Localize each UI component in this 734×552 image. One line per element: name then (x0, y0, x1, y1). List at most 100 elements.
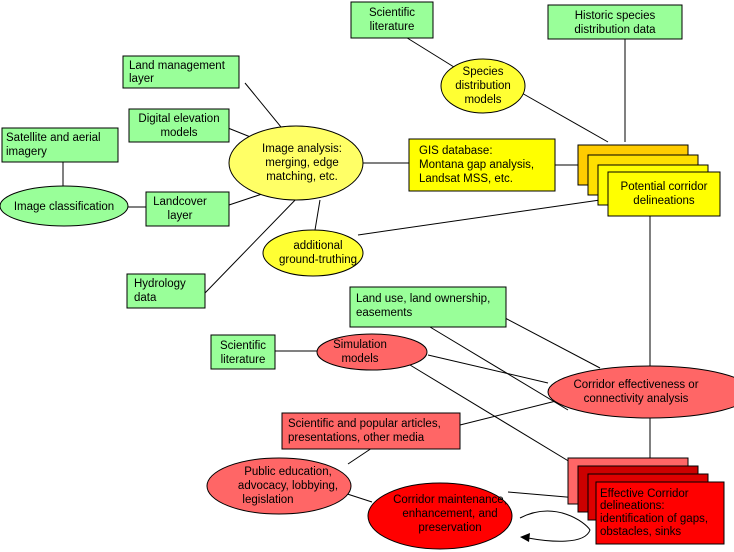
node-box (350, 1, 434, 39)
connector-line (429, 326, 569, 411)
node-ellipse (440, 58, 526, 114)
potential-corridor-line-1: Potential corridor (621, 181, 708, 193)
feedback-loop-arrow (519, 510, 591, 542)
node-text: presentations, other media (288, 432, 425, 444)
node-text: Land management (129, 60, 226, 72)
node-box (210, 334, 276, 370)
node-text: literature (370, 21, 415, 33)
node-text: Species (463, 66, 504, 78)
image-analysis: Image analysis: merging, edge matching, … (228, 125, 364, 201)
connector-line (204, 194, 301, 294)
land-use-ownership: Land use, land ownership, easements (349, 286, 507, 328)
node-box (349, 286, 507, 328)
effective-corridor-line-3: identification of gaps, (600, 513, 708, 525)
node-box (126, 273, 206, 309)
node-text: easements (356, 307, 413, 319)
arrowhead-icon (520, 533, 530, 542)
node-text: preservation (418, 522, 481, 534)
node-ellipse (228, 125, 364, 201)
node-text: additional (293, 240, 342, 252)
node-text: Public education, (244, 466, 332, 478)
satellite-aerial-imagery: Satellite and aerial imagery (1, 127, 119, 163)
effective-corridor-box (595, 481, 725, 545)
species-distribution-models: Species distribution models (440, 58, 526, 114)
node-text: matching, etc. (266, 171, 338, 183)
connector-line (314, 199, 321, 231)
connector-line (403, 35, 463, 73)
node-ellipse (367, 482, 513, 550)
scientific-literature-bottom: Scientific literature (210, 334, 276, 370)
hydrology-data: Hydrology data (126, 273, 206, 309)
node-box (145, 191, 230, 227)
node-text: distribution (455, 80, 511, 92)
digital-elevation-models: Digital elevation models (128, 108, 230, 143)
simulation-models: Simulation models (316, 333, 428, 371)
node-text: Corridor maintenance, (393, 494, 507, 506)
node-text: layer (129, 73, 154, 85)
node-text: merging, edge (265, 157, 339, 169)
effective-corridor-line-1: Effective Corridor (600, 488, 689, 500)
scientific-popular-articles: Scientific and popular articles, present… (281, 412, 461, 450)
landcover-layer: Landcover layer (145, 191, 230, 227)
connector-line (459, 397, 569, 426)
node-text: Historic species (575, 10, 656, 22)
effective-corridor-line-4: obstacles, sinks (600, 526, 681, 538)
node-ellipse (547, 365, 734, 419)
node-text: literature (221, 354, 266, 366)
node-ellipse (0, 185, 129, 227)
node-ellipse (316, 333, 428, 371)
node-text: Satellite and aerial (6, 132, 101, 144)
node-text: data (134, 292, 157, 304)
node-text: distribution data (574, 24, 656, 36)
gis-database: GIS database: Montana gap analysis, Land… (408, 138, 556, 192)
node-text: Image analysis: (262, 143, 342, 155)
node-text: Montana gap analysis, (419, 159, 534, 171)
corridor-effectiveness-analysis: Corridor effectiveness or connectivity a… (547, 365, 734, 419)
node-box (128, 108, 230, 143)
node-box (1, 127, 119, 163)
node-text: models (341, 353, 378, 365)
node-box (122, 55, 240, 89)
node-text: layer (168, 210, 193, 222)
node-text: Image classification (14, 201, 114, 213)
node-text: GIS database: (419, 145, 493, 157)
connector-line (507, 491, 579, 499)
node-text: Scientific (369, 7, 415, 19)
land-management-layer: Land management layer (122, 55, 240, 89)
node-ellipse (262, 229, 364, 277)
node-text: ground-truthing (279, 254, 357, 266)
node-text: models (160, 127, 197, 139)
effective-corridor-line-2: delineations: (600, 500, 665, 512)
historic-species-data: Historic species distribution data (547, 4, 683, 40)
node-text: legislation (242, 494, 293, 506)
node-text: Scientific and popular articles, (288, 418, 441, 430)
node-box (408, 138, 556, 192)
node-text: Land use, land ownership, (356, 293, 490, 305)
connector-line (504, 317, 601, 369)
node-text: Scientific (220, 340, 266, 352)
effective-corridor-stack: Effective Corridor delineations: identif… (567, 457, 725, 545)
node-text: advocacy, lobbying, (238, 480, 338, 492)
node-text: Corridor effectiveness or (573, 379, 698, 391)
node-text: connectivity analysis (584, 393, 689, 405)
node-ellipse (206, 457, 352, 515)
connector-lines (62, 35, 651, 542)
node-text: Simulation (333, 339, 387, 351)
potential-corridor-stack: Potential corridor delineations (577, 144, 721, 217)
node-text: Hydrology (134, 278, 186, 290)
node-text: models (464, 94, 501, 106)
public-education: Public education, advocacy, lobbying, le… (206, 457, 352, 515)
node-text: enhancement, and (402, 508, 497, 520)
connector-line (519, 91, 609, 143)
corridor-maintenance: Corridor maintenance, enhancement, and p… (367, 482, 513, 550)
scientific-literature-top: Scientific literature (350, 1, 434, 39)
node-text: Landcover (153, 196, 207, 208)
node-text: Landsat MSS, etc. (419, 173, 513, 185)
node-text: Digital elevation (138, 113, 219, 125)
node-box (547, 4, 683, 40)
image-classification: Image classification (0, 185, 129, 227)
node-text: imagery (6, 146, 47, 158)
potential-corridor-line-2: delineations (633, 195, 695, 207)
potential-corridor-box (607, 171, 721, 217)
